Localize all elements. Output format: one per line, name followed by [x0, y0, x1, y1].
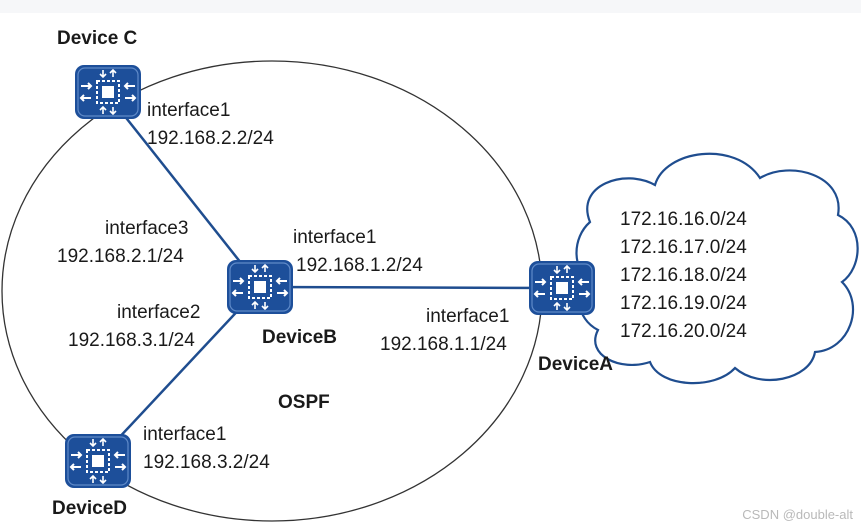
device-c-label: Device C	[57, 28, 138, 49]
device-a-interface1-ip: 192.168.1.1/24	[380, 334, 507, 355]
cloud-route-2: 172.16.17.0/24	[620, 237, 747, 258]
device-a-interface1-name: interface1	[426, 306, 510, 327]
device-b-label: DeviceB	[262, 327, 337, 348]
cloud-shape	[575, 152, 859, 385]
cloud-route-5: 172.16.20.0/24	[620, 321, 747, 342]
device-c-interface1-ip: 192.168.2.2/24	[147, 128, 274, 149]
link-d-b	[99, 286, 261, 459]
device-a-label: DeviceA	[538, 354, 613, 375]
cloud-route-3: 172.16.18.0/24	[620, 265, 747, 286]
router-icon[interactable]	[226, 259, 294, 315]
device-b-interface2-name: interface2	[117, 302, 201, 323]
router-icon[interactable]	[64, 433, 132, 489]
device-b-interface3-ip: 192.168.2.1/24	[57, 246, 184, 267]
ospf-area-label: OSPF	[278, 392, 330, 413]
device-d-label: DeviceD	[52, 498, 127, 519]
device-b-interface3-name: interface3	[105, 218, 189, 239]
top-bar	[0, 0, 861, 13]
device-d-interface1-ip: 192.168.3.2/24	[143, 452, 270, 473]
link-c-b	[111, 99, 261, 288]
watermark: CSDN @double-alt	[742, 507, 853, 522]
device-c-interface1-name: interface1	[147, 100, 231, 121]
link-b-a	[259, 285, 563, 290]
device-d-interface1-name: interface1	[143, 424, 227, 445]
router-icon[interactable]	[74, 64, 142, 120]
device-b-interface1-ip: 192.168.1.2/24	[296, 255, 423, 276]
device-b-interface1-name: interface1	[293, 227, 377, 248]
router-icon[interactable]	[528, 260, 596, 316]
cloud-route-1: 172.16.16.0/24	[620, 209, 747, 230]
device-b-interface2-ip: 192.168.3.1/24	[68, 330, 195, 351]
cloud-route-4: 172.16.19.0/24	[620, 293, 747, 314]
